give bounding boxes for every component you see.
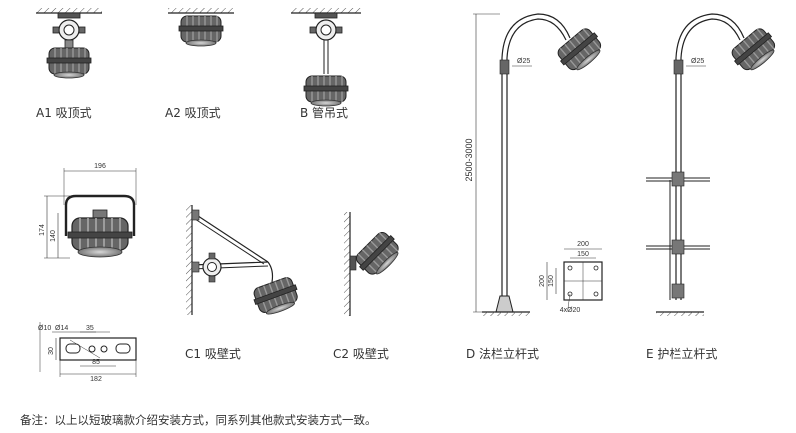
dim-bracket-35: 35 <box>86 325 94 332</box>
dim-plate-200-side: 200 <box>539 275 546 287</box>
caption-a1: A1 吸顶式 <box>36 106 92 120</box>
dim-height-174: 174 <box>39 224 46 236</box>
dim-width-196: 196 <box>94 163 106 170</box>
a2-ceiling-mount-figure <box>168 8 234 47</box>
c1-wall-mount-figure <box>186 205 303 320</box>
dim-bracket-d10: Ø10 <box>38 325 51 332</box>
dim-pipe-d: Ø25 <box>517 58 530 65</box>
caption-a2: A2 吸顶式 <box>165 106 221 120</box>
dim-plate-150-top: 150 <box>577 251 589 258</box>
dim-bracket-30: 30 <box>48 347 55 355</box>
caption-d: D 法栏立杆式 <box>466 347 540 361</box>
bracket-dimension-figure <box>44 168 137 259</box>
e-guardrail-pole-figure <box>646 13 782 316</box>
dim-bracket-182: 182 <box>90 376 102 383</box>
dim-pipe-e: Ø25 <box>691 58 704 65</box>
d-base-plate-figure <box>546 248 603 309</box>
dim-plate-200: 200 <box>577 241 589 248</box>
caption-c2: C2 吸壁式 <box>333 347 389 361</box>
d-flange-pole-figure <box>473 13 608 316</box>
dim-bracket-85: 85 <box>92 359 100 366</box>
caption-b: B 管吊式 <box>300 106 349 120</box>
dim-height-140: 140 <box>50 230 57 242</box>
bracket-plate-figure <box>39 322 137 377</box>
caption-c1: C1 吸壁式 <box>185 347 241 361</box>
c2-wall-mount-figure <box>344 212 406 316</box>
dim-hole: 4xØ20 <box>560 307 581 314</box>
caption-e: E 护栏立杆式 <box>646 347 718 361</box>
dim-pole-height: 2500-3000 <box>464 138 474 181</box>
b-pipe-pendant-figure <box>291 8 361 107</box>
footnote: 备注：以上以短玻璃款介绍安装方式，同系列其他款式安装方式一致。 <box>20 413 377 427</box>
dim-plate-150-side: 150 <box>548 275 555 287</box>
a1-ceiling-mount-figure <box>36 8 102 79</box>
dim-bracket-d14: Ø14 <box>55 325 68 332</box>
